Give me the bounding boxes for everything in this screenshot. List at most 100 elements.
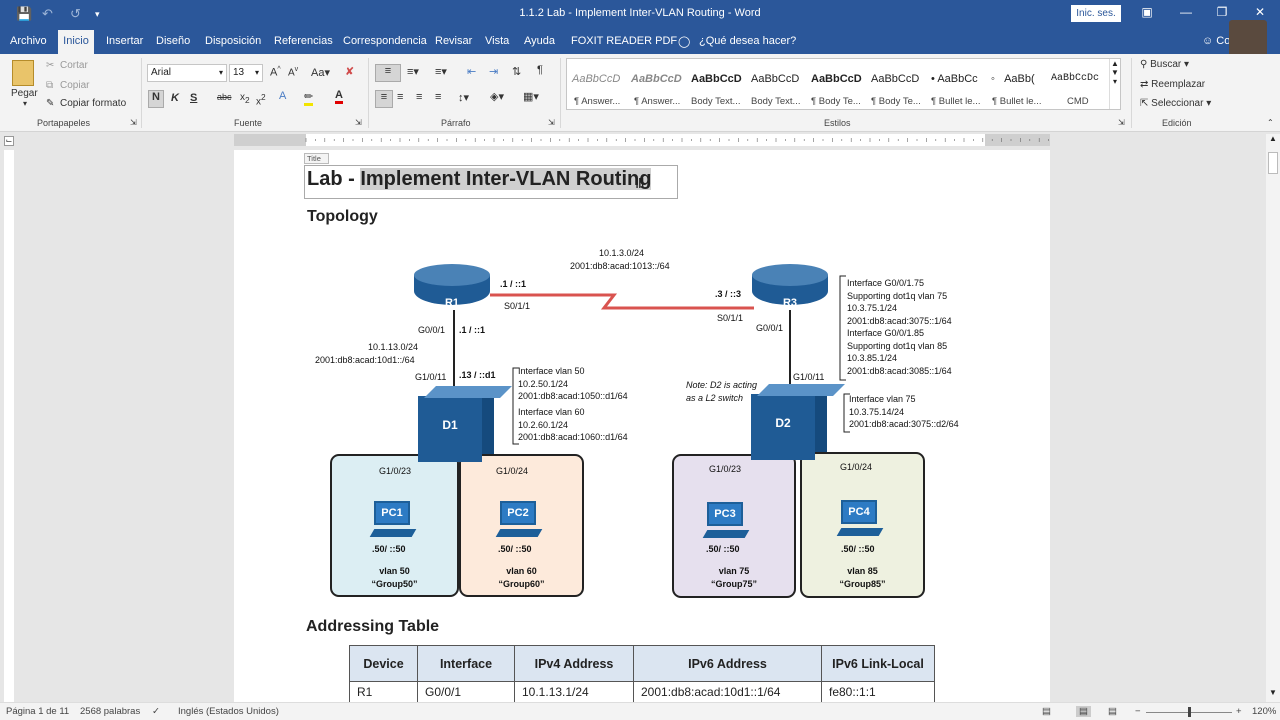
maximize-icon[interactable]: ❐: [1216, 5, 1228, 19]
bullets-icon[interactable]: ≡: [375, 64, 401, 82]
paste-dropdown-icon[interactable]: ▾: [23, 99, 28, 108]
switch-d2[interactable]: D2: [751, 384, 845, 460]
font-color-icon[interactable]: A: [335, 89, 343, 104]
highlight-icon[interactable]: ✏: [304, 90, 314, 106]
language-status[interactable]: Inglés (Estados Unidos): [178, 706, 279, 717]
switch-d1[interactable]: D1: [418, 386, 512, 462]
tab-insertar[interactable]: Insertar: [106, 35, 144, 47]
replace-button[interactable]: ⇄ Reemplazar: [1140, 79, 1206, 90]
change-case-icon[interactable]: Aa▾: [311, 67, 330, 79]
print-layout-icon[interactable]: ▤: [1076, 706, 1091, 717]
increase-indent-icon[interactable]: ⇥: [489, 66, 499, 78]
undo-icon[interactable]: ↶: [42, 6, 53, 21]
customize-toolbar-icon[interactable]: ▾: [95, 9, 100, 19]
ribbon: Pegar ▾ ✂ Cortar ⧉ Copiar ✎ Copiar forma…: [0, 54, 1280, 132]
page-count[interactable]: Página 1 de 11: [6, 706, 70, 717]
zoom-level[interactable]: 120%: [1252, 706, 1277, 717]
zoom-out-icon[interactable]: −: [1135, 706, 1141, 717]
text-effects-icon[interactable]: A: [279, 90, 287, 102]
read-mode-icon[interactable]: ▤: [1042, 706, 1051, 717]
document-title[interactable]: Lab - Implement Inter-VLAN Routing: [307, 168, 652, 191]
tab-referencias[interactable]: Referencias: [274, 35, 333, 47]
superscript-icon[interactable]: x2: [256, 92, 266, 108]
multilevel-list-icon[interactable]: ≡▾: [435, 66, 447, 78]
table-cell[interactable]: R1: [349, 681, 418, 704]
numbering-icon[interactable]: ≡▾: [407, 66, 419, 78]
proofing-icon[interactable]: ✓: [152, 706, 160, 717]
sort-icon[interactable]: ⇅: [512, 66, 522, 78]
tab-revisar[interactable]: Revisar: [435, 35, 473, 47]
styles-scroll[interactable]: ▲▼▾: [1109, 59, 1120, 109]
document-page[interactable]: Title Lab - Implement Inter-VLAN Routing…: [234, 150, 1050, 704]
paragraph-launcher-icon[interactable]: ⇲: [548, 118, 555, 127]
sign-in-button[interactable]: Inic. ses.: [1071, 5, 1121, 22]
tab-inicio[interactable]: Inicio: [58, 30, 94, 54]
table-cell[interactable]: fe80::1:1: [821, 681, 935, 704]
italic-icon[interactable]: K: [171, 92, 179, 104]
tab-archivo[interactable]: Archivo: [10, 35, 47, 47]
borders-icon[interactable]: ▦▾: [523, 91, 539, 103]
vertical-ruler[interactable]: [4, 150, 14, 702]
web-layout-icon[interactable]: ▤: [1108, 706, 1117, 717]
shrink-font-icon[interactable]: Av: [288, 66, 299, 79]
cut-button[interactable]: Cortar: [60, 60, 88, 71]
styles-launcher-icon[interactable]: ⇲: [1118, 118, 1125, 127]
tab-diseno[interactable]: Diseño: [156, 35, 191, 47]
show-marks-icon[interactable]: ¶: [537, 64, 543, 76]
ribbon-display-icon[interactable]: ▣: [1141, 5, 1153, 19]
collapse-ribbon-icon[interactable]: ⌃: [1267, 118, 1274, 127]
tell-me-input[interactable]: ¿Qué desea hacer?: [699, 35, 797, 47]
format-painter-button[interactable]: Copiar formato: [60, 98, 127, 109]
font-launcher-icon[interactable]: ⇲: [355, 118, 362, 127]
clear-formatting-icon[interactable]: ✘: [345, 66, 355, 78]
pc4[interactable]: PC4: [836, 500, 884, 538]
subscript-icon[interactable]: x2: [240, 92, 250, 105]
scrollbar-thumb[interactable]: [1268, 152, 1278, 174]
underline-icon[interactable]: S: [190, 92, 198, 104]
copy-button[interactable]: Copiar: [60, 80, 90, 91]
tab-correspondencia[interactable]: Correspondencia: [343, 35, 427, 47]
scroll-down-icon[interactable]: ▼: [1269, 688, 1277, 697]
align-left-icon[interactable]: ≡: [375, 90, 393, 108]
tab-foxit[interactable]: FOXIT READER PDF: [571, 35, 678, 47]
bold-icon[interactable]: N: [148, 90, 164, 108]
paste-button[interactable]: Pegar: [11, 88, 38, 99]
align-center-icon[interactable]: ≡: [397, 91, 404, 103]
tab-vista[interactable]: Vista: [485, 35, 510, 47]
pc1[interactable]: PC1: [369, 501, 417, 539]
strikethrough-icon[interactable]: abc: [217, 92, 232, 102]
vertical-scrollbar[interactable]: ▲ ▼: [1266, 134, 1280, 702]
pc3[interactable]: PC3: [702, 502, 750, 540]
redo-icon[interactable]: ↺: [70, 6, 81, 21]
grow-font-icon[interactable]: A^: [270, 66, 281, 79]
select-button[interactable]: ⇱ Seleccionar ▾: [1140, 98, 1212, 109]
font-size-select[interactable]: 13▾: [229, 64, 263, 82]
tab-selector-icon[interactable]: ⌙: [4, 136, 14, 146]
clipboard-launcher-icon[interactable]: ⇲: [130, 118, 137, 127]
font-name-select[interactable]: Arial▾: [147, 64, 227, 82]
router-r1[interactable]: R1: [414, 264, 490, 312]
scroll-up-icon[interactable]: ▲: [1269, 134, 1277, 143]
decrease-indent-icon[interactable]: ⇤: [467, 66, 477, 78]
pc2[interactable]: PC2: [495, 501, 543, 539]
horizontal-ruler[interactable]: [234, 134, 1050, 146]
align-right-icon[interactable]: ≡: [416, 91, 423, 103]
justify-icon[interactable]: ≡: [435, 91, 442, 103]
tab-ayuda[interactable]: Ayuda: [524, 35, 555, 47]
table-cell[interactable]: 2001:db8:acad:10d1::1/64: [633, 681, 822, 704]
find-button[interactable]: ⚲ Buscar ▾: [1140, 59, 1190, 70]
zoom-slider-thumb[interactable]: [1188, 707, 1191, 717]
shading-icon[interactable]: ◈▾: [490, 91, 504, 103]
minimize-icon[interactable]: —: [1180, 5, 1192, 19]
save-icon[interactable]: 💾: [16, 6, 33, 21]
zoom-in-icon[interactable]: +: [1236, 706, 1242, 717]
user-account[interactable]: ☺ Co: [1202, 35, 1230, 47]
line-spacing-icon[interactable]: ↕▾: [458, 92, 470, 104]
word-count[interactable]: 2568 palabras: [80, 706, 141, 717]
close-icon[interactable]: ✕: [1254, 5, 1266, 19]
tab-disposicion[interactable]: Disposición: [205, 35, 262, 47]
paste-icon[interactable]: [12, 60, 34, 86]
table-cell[interactable]: G0/0/1: [417, 681, 515, 704]
router-r3[interactable]: R3: [752, 264, 828, 312]
table-cell[interactable]: 10.1.13.1/24: [514, 681, 634, 704]
